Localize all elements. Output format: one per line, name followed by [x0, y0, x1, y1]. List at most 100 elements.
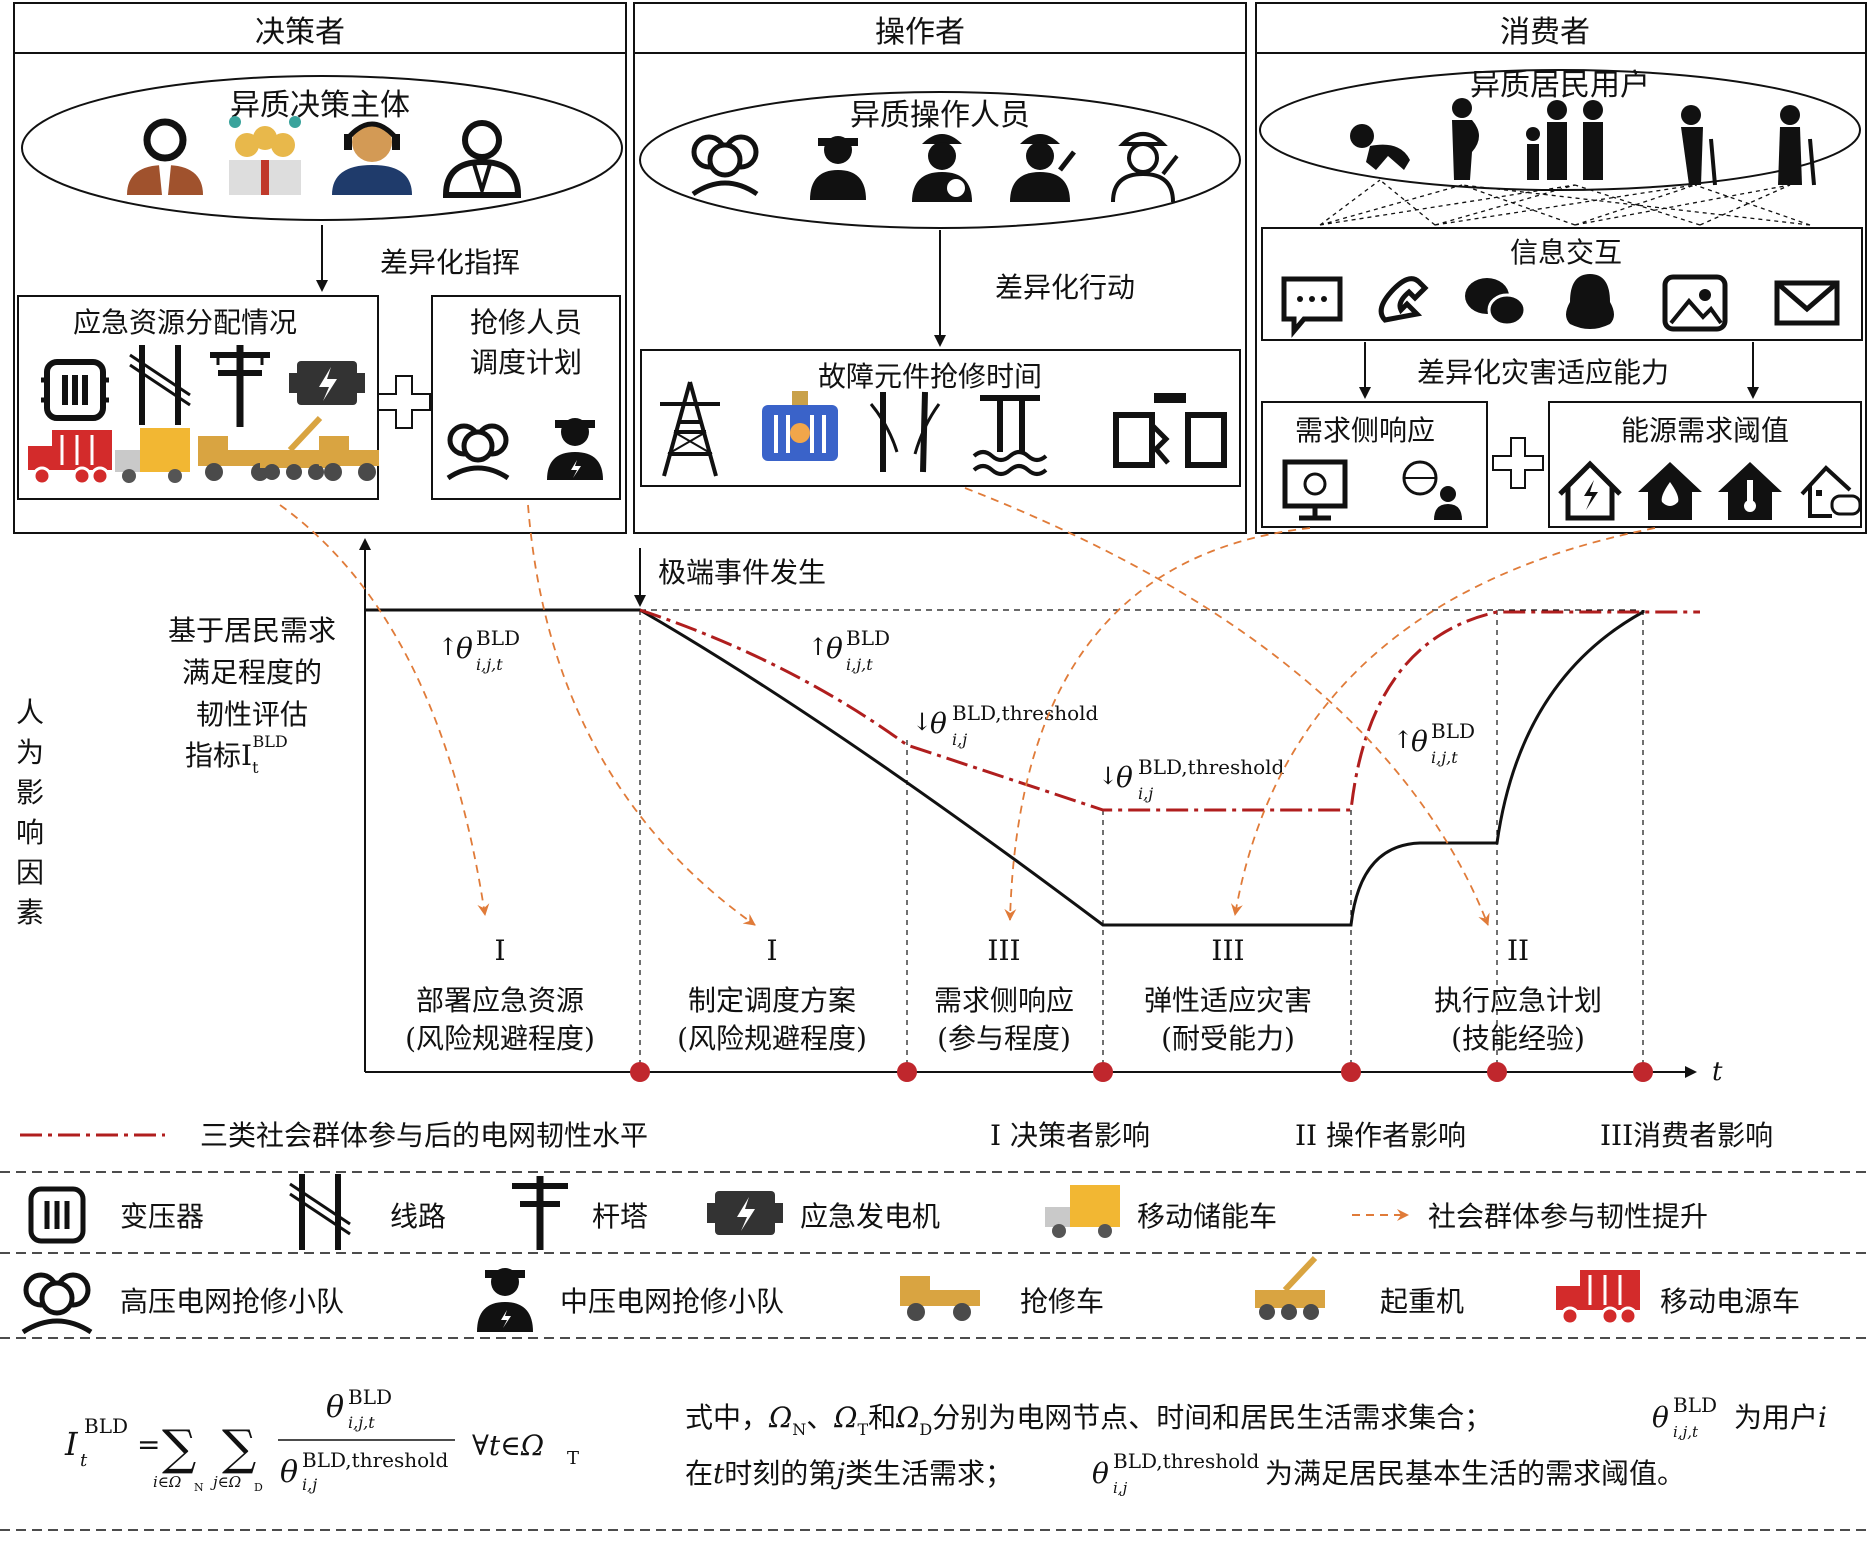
svg-text:i,j,t: i,j,t	[846, 655, 873, 674]
broken-line-icon	[869, 391, 941, 473]
legend-transformer: 变压器	[120, 1200, 204, 1233]
elderly-man-icon	[1681, 105, 1717, 186]
stage-3-numeral: III	[987, 934, 1020, 967]
svg-text:t: t	[80, 1450, 88, 1471]
legend-influence2: II 操作者影响	[1295, 1119, 1466, 1152]
stage-2-line1: 制定调度方案	[688, 984, 856, 1017]
time-markers	[630, 1062, 1653, 1082]
damaged-transformer-icon	[762, 391, 838, 461]
svg-text:i,j: i,j	[1113, 1479, 1128, 1497]
stage-4-line2: (耐受能力)	[1161, 1022, 1295, 1055]
decision-box2-line2: 调度计划	[470, 346, 582, 379]
legend: 三类社会群体参与后的电网韧性水平 I 决策者影响 II 操作者影响 III消费者…	[0, 1119, 1869, 1339]
pregnant-woman-icon	[1452, 98, 1479, 180]
svg-text:BLD: BLD	[476, 626, 520, 650]
stage-3-line1: 需求侧响应	[934, 984, 1074, 1017]
legend-mv-team: 中压电网抢修小队	[560, 1285, 784, 1318]
consumer-box2-label: 能源需求阈值	[1621, 414, 1789, 447]
svg-text:BLD: BLD	[1673, 1393, 1717, 1417]
family-icon	[1526, 100, 1603, 180]
svg-text:D: D	[254, 1481, 263, 1494]
legend-crane-icon	[1255, 1255, 1325, 1320]
qq-icon	[1566, 274, 1614, 329]
svg-text:BLD: BLD	[84, 1414, 128, 1438]
legend-crane: 起重机	[1380, 1285, 1464, 1318]
svg-text:BLD,threshold: BLD,threshold	[1113, 1449, 1260, 1473]
theta-threshold-annotation-1: ↓ θ BLD,threshold i,j	[912, 701, 1099, 749]
ylabel-line1: 基于居民需求	[168, 614, 336, 647]
side-label-char: 响	[16, 816, 44, 849]
legend-influence3: III消费者影响	[1600, 1119, 1773, 1152]
legend-hv-team-icon	[21, 1272, 93, 1335]
certified-worker-icon	[912, 134, 972, 202]
svg-text:为用户i: 为用户i	[1734, 1401, 1827, 1434]
side-label-char: 人	[16, 696, 44, 729]
legend-repair-truck: 抢修车	[1020, 1285, 1104, 1318]
decision-panel: 决策者 异质决策主体 差异化指挥 应急资源分配情况	[13, 2, 627, 534]
legend-repair-truck-icon	[900, 1276, 980, 1321]
plus-icon-2	[1492, 437, 1544, 489]
decision-action-label: 差异化指挥	[380, 246, 520, 279]
broken-pipe-icon	[1113, 393, 1227, 468]
repair-worker-icon	[1010, 134, 1076, 202]
crane-icon	[260, 415, 330, 480]
decision-title: 决策者	[255, 15, 345, 50]
stage-labels: I部署应急资源(风险规避程度)I制定调度方案(风险规避程度)III需求侧响应(参…	[405, 934, 1602, 1055]
svg-text:θ: θ	[456, 632, 473, 665]
legend-influence1: I 决策者影响	[990, 1119, 1150, 1152]
svg-text:i,j: i,j	[952, 730, 967, 749]
wechat-icon	[1465, 278, 1527, 327]
svg-text:θ: θ	[1116, 761, 1133, 794]
gallery-icon	[1662, 274, 1728, 332]
svg-text:∀t∈Ω: ∀t∈Ω	[472, 1429, 544, 1462]
svg-text:↑: ↑	[808, 633, 828, 661]
chat-icon	[1281, 276, 1343, 338]
stage-1-line1: 部署应急资源	[416, 984, 584, 1017]
legend-mv-team-icon	[477, 1268, 533, 1332]
svg-text:i∈Ω: i∈Ω	[153, 1473, 181, 1491]
consumer-box1-label: 需求侧响应	[1295, 414, 1435, 447]
legend-hv-team: 高压电网抢修小队	[120, 1285, 344, 1318]
svg-text:θ: θ	[826, 632, 843, 665]
svg-text:BLD: BLD	[1431, 719, 1475, 743]
power-line-icon	[129, 345, 191, 425]
baby-icon	[1350, 124, 1410, 170]
ylabel-line2: 满足程度的	[182, 656, 322, 689]
transmission-tower-icon	[660, 381, 720, 477]
operator-panel: 操作者 异质操作人员 差异化行动 故障元件抢修时间	[633, 2, 1247, 534]
svg-text:↑: ↑	[438, 633, 458, 661]
theta-threshold-annotation-2: ↓ θ BLD,threshold i,j	[1098, 755, 1285, 803]
consumer-group-label: 异质居民用户	[1470, 68, 1650, 103]
stage-5-numeral: II	[1507, 934, 1529, 967]
legend-generator-icon	[707, 1191, 783, 1235]
house-power-icon	[1558, 460, 1622, 521]
operator-action-label: 差异化行动	[995, 271, 1135, 304]
svg-text:θ: θ	[1652, 1401, 1669, 1434]
stage-5-line2: (技能经验)	[1451, 1022, 1585, 1055]
legend-storage-truck: 移动储能车	[1137, 1200, 1277, 1233]
theta-annotation-2: ↑ θ BLD i,j,t	[808, 626, 890, 674]
legend-curve-label: 三类社会群体参与后的电网韧性水平	[200, 1119, 648, 1152]
consumer-interaction-label: 信息交互	[1510, 236, 1622, 269]
generator-icon	[289, 361, 365, 405]
stage-3-line2: (参与程度)	[937, 1022, 1071, 1055]
engineer-icon	[1111, 132, 1179, 203]
manager-icon	[127, 118, 203, 195]
svg-text:为满足居民基本生活的需求阈值。: 为满足居民基本生活的需求阈值。	[1265, 1457, 1685, 1490]
stage-5-line1: 执行应急计划	[1434, 984, 1602, 1017]
experts-icon	[229, 116, 301, 195]
side-label-char: 素	[16, 896, 44, 929]
svg-text:∑: ∑	[222, 1420, 256, 1476]
svg-text:θ: θ	[930, 707, 947, 740]
svg-text:↓: ↓	[912, 708, 932, 736]
legend-tower-icon	[512, 1176, 568, 1250]
decision-group-label: 异质决策主体	[230, 88, 410, 123]
svg-text:↓: ↓	[1098, 762, 1118, 790]
svg-text:i,j,t: i,j,t	[1431, 748, 1458, 767]
legend-line-icon	[289, 1174, 351, 1250]
official-icon	[442, 120, 522, 198]
legend-power-truck: 移动电源车	[1660, 1285, 1800, 1318]
